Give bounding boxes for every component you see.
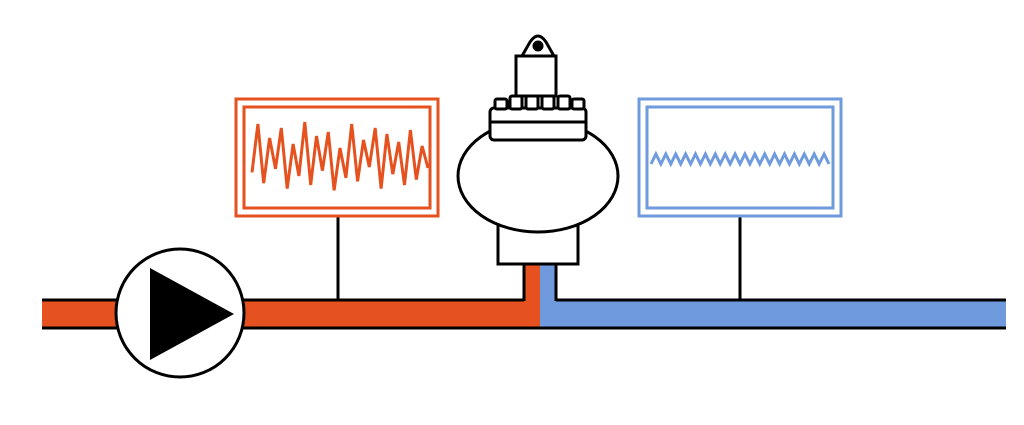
outlet-pressure-wave: [649, 150, 831, 168]
inlet-pressure-gauge: [234, 97, 440, 218]
outlet-pressure-gauge: [637, 97, 843, 218]
cold-pipe: [540, 298, 1006, 330]
valve-riser: [522, 262, 558, 302]
valve-icon: [456, 34, 620, 266]
valve-bolts: [493, 94, 586, 111]
inlet-pressure-wave: [250, 121, 430, 191]
pump-icon: [114, 247, 246, 379]
